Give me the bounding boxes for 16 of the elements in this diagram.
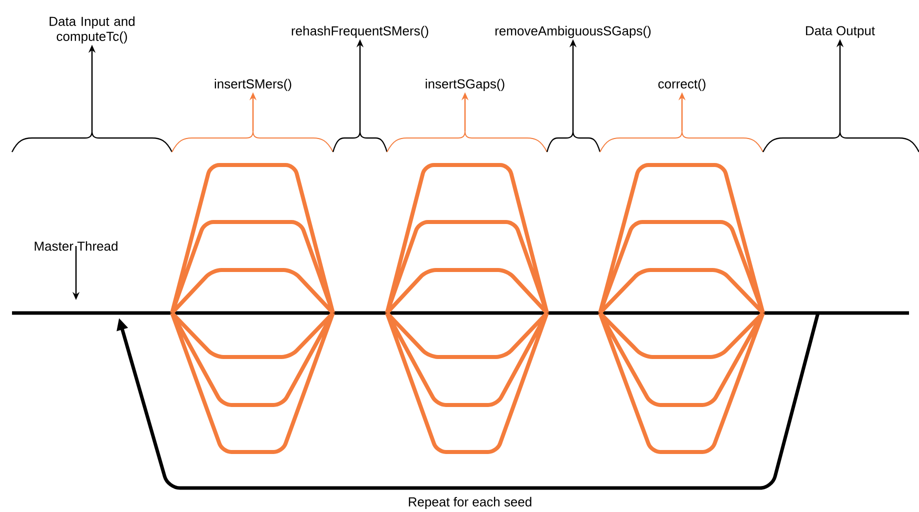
caption-label: Repeat for each seed bbox=[408, 496, 532, 510]
brace bbox=[172, 130, 334, 152]
stage-label: insertSGaps() bbox=[426, 78, 504, 92]
brace bbox=[546, 130, 601, 152]
brace bbox=[332, 130, 388, 152]
stage-label: Data Output bbox=[806, 26, 875, 38]
brace bbox=[600, 130, 764, 152]
brace bbox=[11, 130, 173, 152]
stage-label: rehashFrequentSMers() bbox=[292, 26, 428, 38]
thread-label: Master Thread bbox=[34, 241, 118, 251]
stage-label: insertSMers() bbox=[214, 78, 292, 92]
stage-label: correct() bbox=[658, 78, 706, 92]
brace bbox=[386, 130, 548, 152]
brace bbox=[762, 130, 919, 152]
stage-label: Data Input and computeTc() bbox=[50, 16, 135, 44]
stage-label: removeAmbiguousSGaps() bbox=[495, 26, 651, 38]
